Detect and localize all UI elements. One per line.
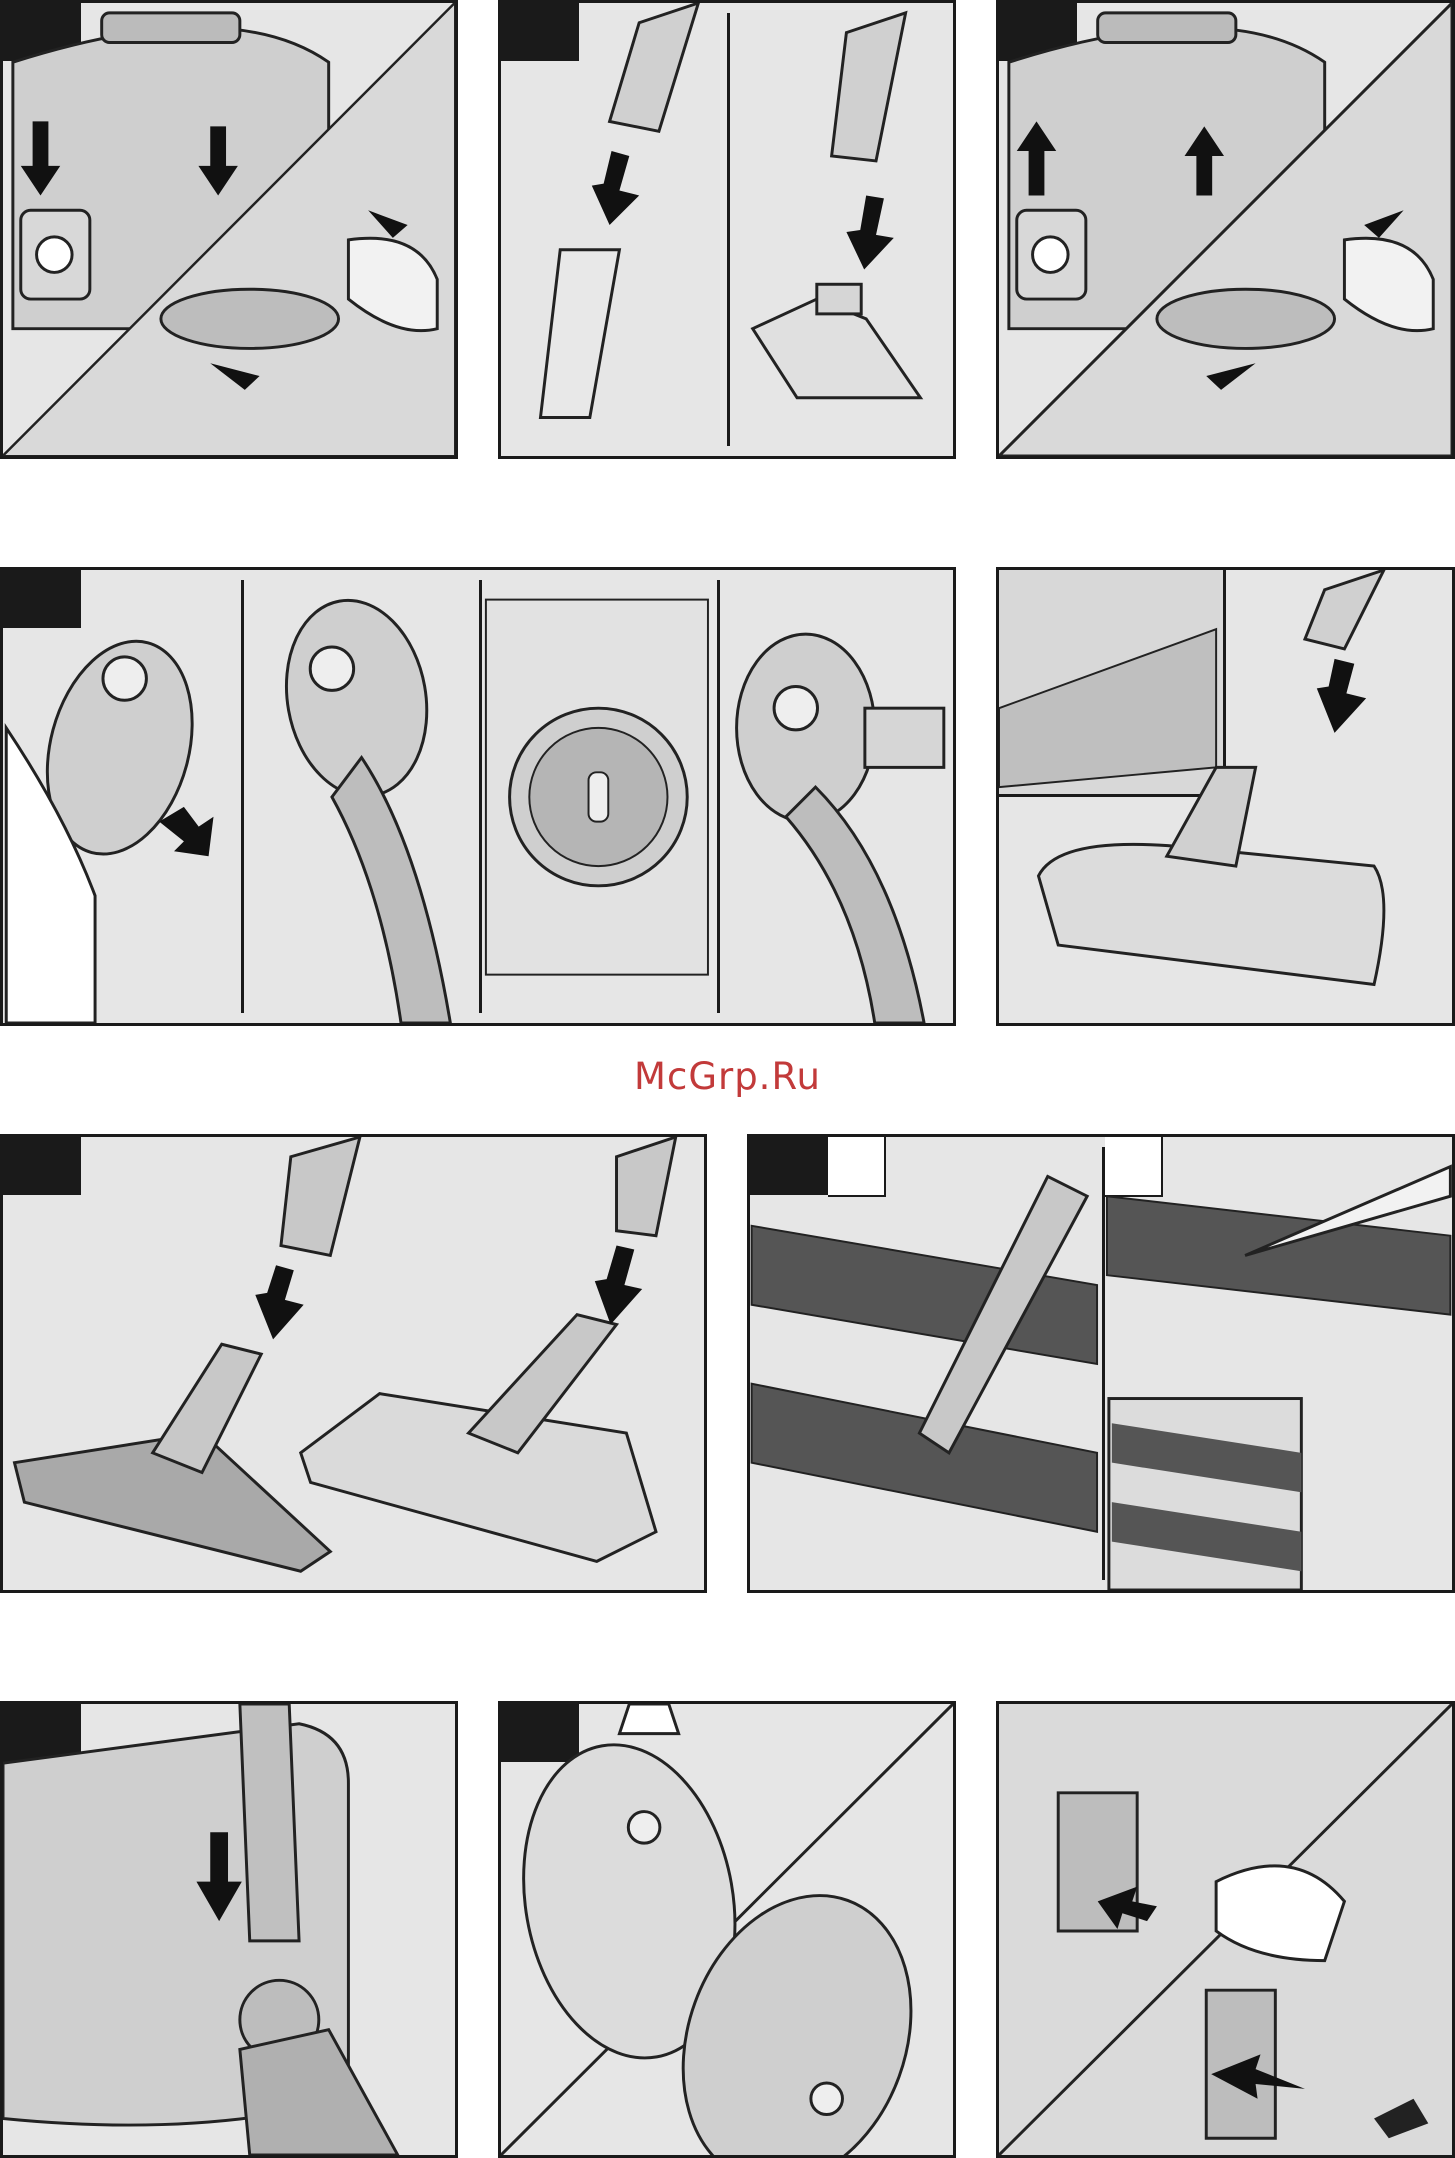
panel-carry-handle	[498, 1701, 956, 2158]
panel-parquet-nozzles	[0, 1134, 707, 1593]
illustration-attachments-remove	[3, 3, 455, 456]
illustration-carry-handle	[501, 1704, 953, 2155]
illustration-floor-nozzle-attach	[999, 570, 1452, 1023]
panel-attachments-remove	[0, 0, 458, 459]
left-arrow-icon	[159, 807, 213, 856]
panel-parking-position	[0, 1701, 458, 2158]
panel-brush-roll-cleaning	[747, 1134, 1455, 1593]
hand-icon	[619, 1704, 678, 1734]
illustration-drill-dust-attachment	[3, 570, 953, 1023]
illustration-parquet-nozzles	[3, 1137, 704, 1590]
panel-attachments-store	[996, 0, 1455, 459]
down-arrow-icon	[592, 151, 894, 269]
panel-power-cord	[996, 1701, 1455, 2158]
dial-icon	[510, 708, 688, 886]
illustration-brush-roll-cleaning	[750, 1137, 1452, 1590]
illustration-attach-nozzles	[501, 3, 953, 456]
panel-drill-dust-attachment	[0, 567, 956, 1026]
panel-floor-nozzle-attach	[996, 567, 1455, 1026]
illustration-power-cord	[999, 1704, 1452, 2155]
illustration-parking-position	[3, 1704, 455, 2155]
illustration-attachments-store	[999, 3, 1452, 456]
watermark: McGrp.Ru	[0, 1055, 1455, 1098]
down-arrow-icon	[1317, 659, 1366, 733]
panel-attach-nozzles	[498, 0, 956, 459]
